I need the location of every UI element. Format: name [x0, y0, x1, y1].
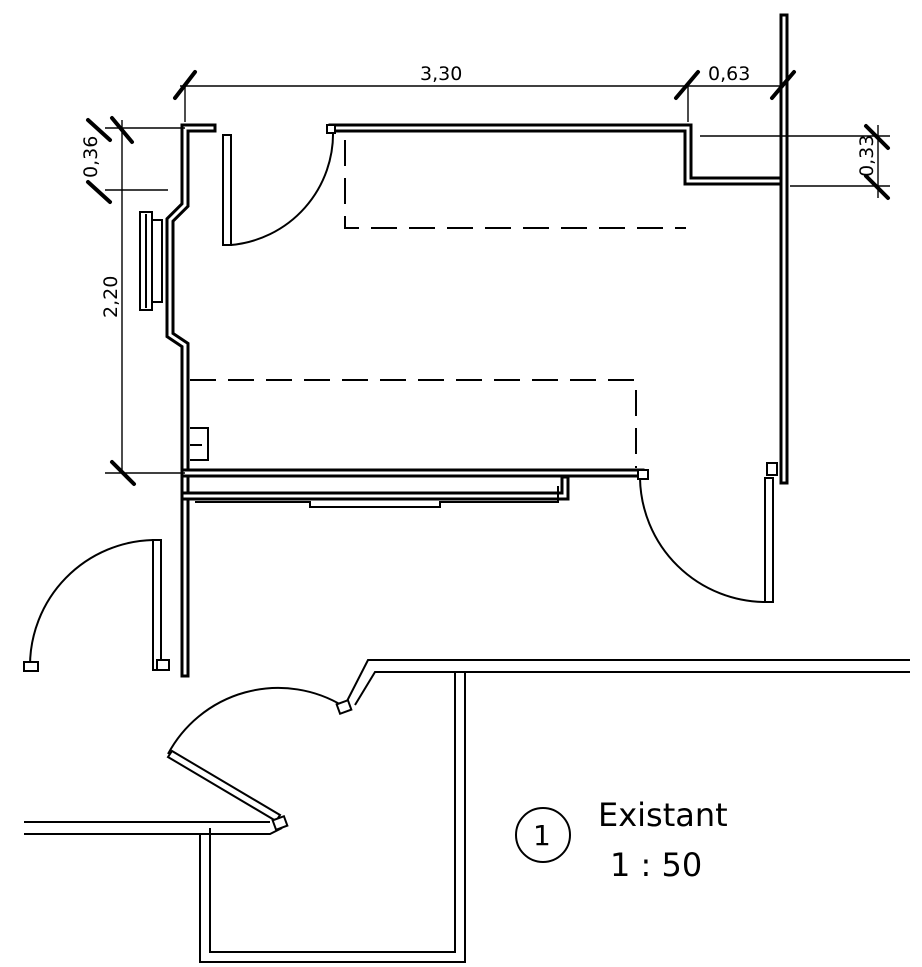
dimension-tick: [173, 70, 197, 100]
door-bottom-right: [637, 462, 778, 603]
dimension-tick: [110, 116, 134, 144]
bay-window: [139, 211, 163, 311]
view-name: Existant: [598, 796, 728, 834]
view-number-bubble: [515, 807, 571, 863]
door-top-left: [222, 124, 336, 246]
dimension-top: 3,30 0,63: [173, 63, 796, 122]
counter-outline: [195, 486, 559, 508]
dimension-tick: [864, 124, 890, 150]
dimension-label-0-36: 0,36: [80, 136, 102, 178]
dimension-label-2-20: 2,20: [100, 276, 122, 318]
overhead-cabinet-bottom: [190, 379, 637, 468]
wall-fixture: [190, 427, 209, 461]
dimension-tick: [86, 118, 112, 142]
corridor-walls: [24, 659, 910, 963]
view-scale: 1 : 50: [610, 846, 702, 884]
dimension-left: 0,36 2,20: [80, 116, 185, 486]
dimension-right: 0,33: [700, 124, 890, 200]
door-corridor: [166, 686, 353, 832]
dimension-tick: [86, 180, 112, 204]
dimension-tick: [864, 174, 890, 200]
view-number: 1: [533, 819, 551, 852]
dimension-label-3-30: 3,30: [420, 63, 462, 85]
dimension-label-0-33: 0,33: [856, 135, 878, 177]
room-walls: [165, 13, 789, 678]
dimension-tick: [674, 70, 700, 100]
view-title: 1 Existant 1 : 50: [515, 796, 728, 884]
overhead-cabinet-top: [344, 140, 686, 229]
dimension-tick: [110, 460, 136, 486]
dimension-tick: [770, 70, 796, 100]
dimension-label-0-63: 0,63: [708, 63, 750, 85]
door-lower-left: [23, 539, 170, 672]
